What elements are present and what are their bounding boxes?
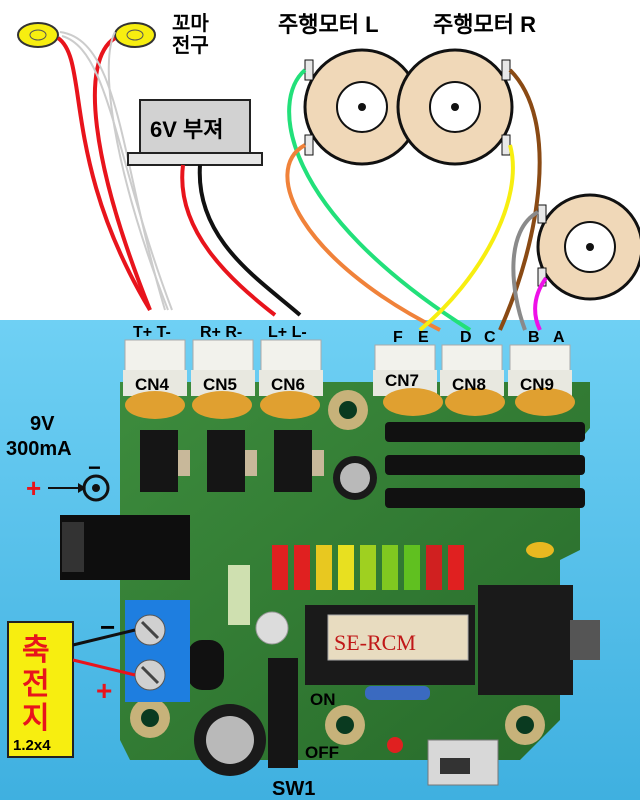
- switch-off-label: OFF: [305, 743, 339, 762]
- cn8-label: CN8: [452, 375, 486, 394]
- battery-wires: [72, 628, 136, 677]
- pins-cn6: L+ L-: [268, 324, 307, 341]
- pins-cn5: R+ R-: [200, 324, 242, 341]
- switch-on-label: ON: [310, 690, 336, 709]
- motor-right-label: 주행모터 R: [433, 12, 536, 37]
- buzzer-wires: [180, 164, 302, 317]
- mini-bulb-label: 꼬마: [172, 12, 209, 35]
- power-plus: +: [26, 473, 41, 503]
- pin-d: D: [460, 329, 472, 346]
- rcm-chip: [305, 605, 475, 685]
- dc-jack: [60, 515, 190, 580]
- terminal-block: [125, 600, 190, 702]
- sw1-switch: [268, 658, 499, 786]
- blue-capacitor: [365, 686, 430, 700]
- battery-char2: 전: [22, 668, 50, 701]
- led-clear: [255, 611, 289, 645]
- pins-cn4: T+ T-: [133, 324, 171, 341]
- power-minus: −: [88, 455, 101, 480]
- motor-right: [396, 48, 514, 166]
- chip-label: SE-RCM: [334, 630, 416, 655]
- power-voltage: 9V: [30, 413, 55, 435]
- connector-row: [123, 339, 572, 396]
- pin-c: C: [484, 329, 496, 346]
- transistor-row: [140, 430, 324, 492]
- motor-third: [536, 193, 640, 301]
- electrolytic-capacitor: [333, 456, 377, 500]
- cn6-label: CN6: [271, 375, 305, 394]
- bulb-wires: [56, 31, 173, 312]
- cn7-label: CN7: [385, 371, 419, 390]
- buzzer: [127, 99, 263, 166]
- led-bargraph: [272, 545, 464, 590]
- heatsink: [385, 422, 585, 508]
- small-capacitor: [526, 542, 554, 558]
- motor-left-label: 주행모터 L: [278, 12, 379, 37]
- battery-spec: 1.2x4: [13, 737, 51, 754]
- battery-char3: 지: [22, 702, 50, 735]
- mini-bulb-label-2: 전구: [172, 34, 209, 57]
- mini-bulb-left: [17, 22, 59, 48]
- pin-b: B: [528, 329, 540, 346]
- battery-minus: −: [100, 612, 115, 642]
- motor-left: [303, 48, 421, 166]
- pin-f: F: [393, 329, 403, 346]
- pin-e: E: [418, 329, 429, 346]
- led-red: [387, 737, 403, 753]
- power-symbol: [48, 474, 110, 502]
- capacitor-row: [125, 388, 575, 419]
- voltage-regulator: [188, 640, 224, 690]
- switch-name-label: SW1: [272, 778, 315, 800]
- motor-wires: [285, 68, 548, 332]
- cn5-label: CN5: [203, 375, 237, 394]
- battery-label-box: [7, 621, 74, 758]
- mini-bulb-right: [114, 22, 156, 48]
- cn9-label: CN9: [520, 375, 554, 394]
- large-capacitor: [194, 704, 266, 776]
- cn4-label: CN4: [135, 375, 170, 394]
- buzzer-label: 6V 부져: [150, 117, 224, 142]
- battery-char1: 축: [22, 634, 50, 667]
- resistor: [228, 565, 250, 625]
- power-current: 300mA: [6, 438, 72, 460]
- audio-jack: [478, 585, 600, 695]
- pin-a: A: [553, 329, 565, 346]
- battery-plus: +: [96, 675, 112, 706]
